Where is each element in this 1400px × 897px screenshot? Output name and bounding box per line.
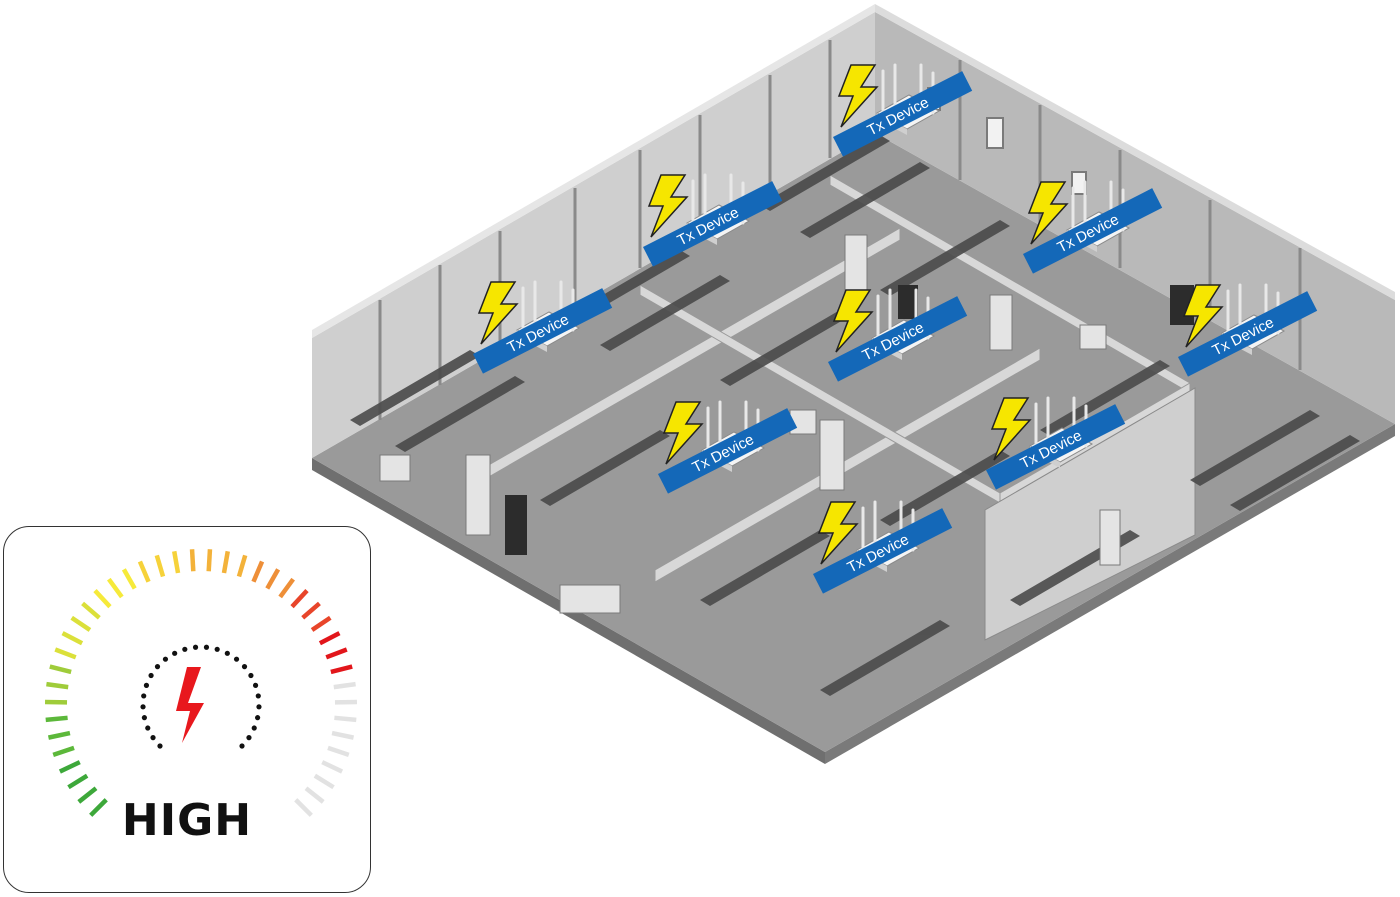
gauge-tick (327, 745, 350, 758)
gauge-dot (224, 650, 230, 656)
gauge-dot (145, 725, 151, 731)
gauge-tick (137, 560, 151, 583)
gauge-tick (301, 601, 321, 620)
gauge-tick (107, 577, 124, 599)
gauge-tick (321, 760, 344, 774)
gauge-tick (310, 615, 332, 632)
building (312, 4, 1395, 764)
gauge-dot (251, 725, 257, 731)
gauge-tick (278, 577, 295, 599)
gauge-tick-ring (44, 549, 358, 817)
gauge-dot (148, 672, 154, 679)
gauge-dot (255, 693, 261, 699)
gauge-tick (251, 560, 265, 583)
gauge-tick (52, 745, 75, 758)
gauge-tick (318, 631, 341, 646)
gauge-tick (325, 647, 348, 660)
back-left-wall (312, 12, 875, 458)
gauge-tick (121, 568, 137, 590)
gauge-tick (330, 664, 353, 675)
tx-label-band (1178, 291, 1318, 377)
tx-label-band (986, 404, 1126, 490)
gauge-tick (58, 760, 81, 774)
gauge-tick (61, 631, 84, 646)
gauge-tick (333, 681, 356, 690)
gauge-dot (141, 715, 147, 721)
gauge-tick (206, 549, 213, 572)
gauge-tick (154, 554, 166, 578)
gauge-dot (140, 704, 146, 710)
gauge-tick (89, 798, 108, 817)
gauge-tick (189, 549, 196, 572)
gauge-dot (241, 664, 248, 670)
gauge-dot (246, 735, 252, 741)
gauge-tick (70, 615, 92, 632)
gauge-tick (67, 773, 89, 790)
tx-label-band (833, 71, 973, 157)
gauge-tick (46, 681, 69, 690)
tx-label-band (828, 296, 968, 382)
tx-label-band (643, 181, 783, 267)
gauge-dot (182, 646, 188, 652)
gauge-dot (248, 672, 254, 679)
gauge-dot (239, 743, 245, 749)
gauge-dot (150, 735, 156, 741)
gauge-dot (252, 682, 259, 688)
gauge-tick (77, 786, 98, 804)
gauge-tick (331, 730, 355, 740)
gauge-tick (294, 798, 313, 817)
gauge-dot (172, 650, 178, 656)
signal-gauge (44, 549, 358, 817)
signal-strength-card: HIGH (3, 526, 371, 893)
tx-label-band (658, 408, 798, 494)
gauge-dot (192, 644, 199, 650)
gauge-tick (81, 601, 101, 620)
tx-label-band (1023, 188, 1163, 274)
dotted-ring-icon (140, 644, 262, 749)
gauge-dot (256, 704, 262, 710)
gauge-dot (214, 646, 220, 652)
gauge-dot (203, 644, 210, 650)
gauge-tick (290, 589, 309, 609)
gauge-tick (47, 730, 71, 740)
gauge-tick (172, 550, 181, 574)
gauge-dot (255, 715, 261, 721)
gauge-tick (265, 568, 281, 590)
gauge-tick (49, 664, 72, 675)
gauge-tick (221, 550, 230, 574)
lightning-bolt-icon (176, 667, 204, 743)
tx-label-band (813, 508, 953, 594)
gauge-dot (154, 664, 161, 670)
signal-level-text: HIGH (121, 795, 253, 846)
gauge-tick (45, 715, 68, 723)
gauge-tick (54, 647, 77, 660)
gauge-dot (233, 656, 240, 662)
gauge-tick (313, 773, 335, 790)
gauge-dot (162, 656, 169, 662)
gauge-dot (157, 743, 163, 749)
gauge-tick (236, 554, 248, 578)
machinery (350, 135, 1360, 696)
gauge-tick (93, 589, 112, 609)
gauge-dot (143, 682, 150, 688)
tx-device[interactable]: Tx Device (1023, 180, 1163, 274)
gauge-tick (334, 715, 357, 723)
gauge-dot (141, 693, 147, 699)
gauge-tick (304, 786, 325, 804)
tx-label-band (472, 288, 613, 374)
